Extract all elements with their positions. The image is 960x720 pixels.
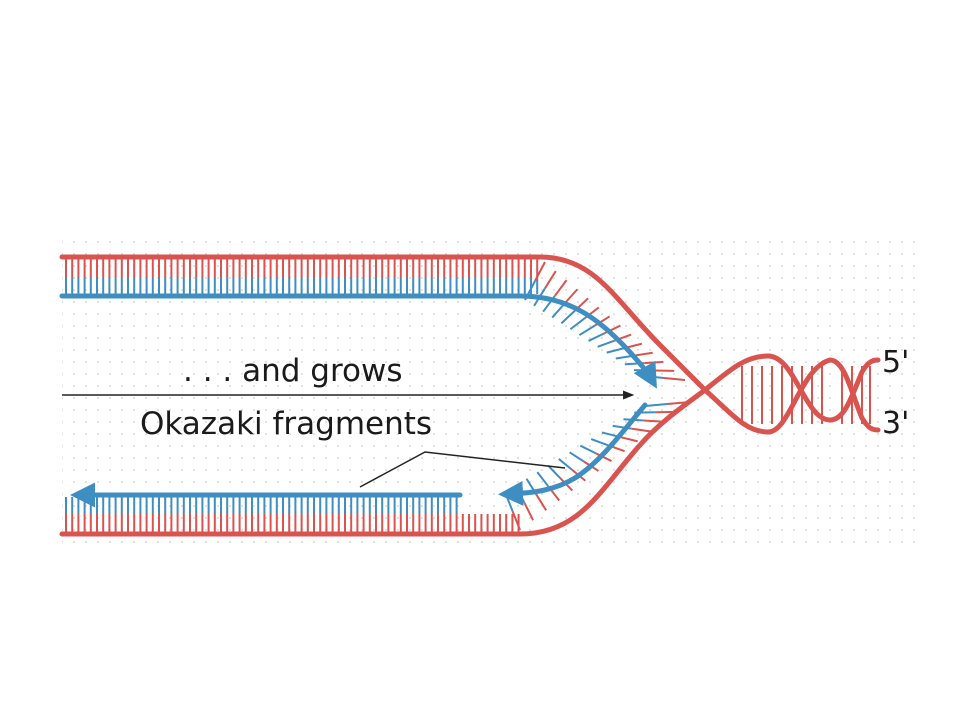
- bottom-parent-strand: [59, 387, 708, 537]
- top-parent-strand: [59, 254, 708, 393]
- rung-top-curve-red: [634, 351, 653, 357]
- leading-strand: [59, 293, 657, 389]
- rung-top-curve-red: [554, 279, 568, 297]
- rung-bottom-curve-red: [619, 435, 638, 443]
- okazaki-fragment-2: [498, 402, 648, 506]
- rung-bottom-curve-red: [511, 510, 521, 531]
- okazaki-leader-line: [359, 451, 566, 488]
- rung-bottom-curve-red: [595, 452, 612, 462]
- rung-bottom-curve-red: [535, 494, 548, 511]
- rung-top-curve-blue: [551, 302, 566, 319]
- rung-top-curve-blue: [588, 332, 605, 342]
- rung-top-curve-blue: [578, 324, 596, 336]
- grows-label: . . . and grows: [183, 353, 403, 389]
- helix-strand-3prime: [702, 357, 881, 435]
- helix-strand-5prime: [702, 353, 881, 423]
- rung-top-curve-blue: [606, 347, 625, 354]
- rung-bottom-curve-blue: [590, 438, 609, 447]
- rung-bottom-curve-blue: [536, 471, 550, 487]
- rung-bottom-curve-blue: [644, 403, 668, 407]
- rung-bottom-curve-blue: [579, 444, 597, 455]
- rung-top-curve-red: [644, 360, 664, 365]
- rung-top-curve-red: [544, 270, 557, 289]
- rung-bottom-curve-blue: [558, 458, 573, 471]
- rung-top-curve-blue: [597, 339, 615, 348]
- rung-top-curve-red: [534, 261, 546, 282]
- rung-top-curve-blue: [569, 317, 586, 331]
- okazaki-fragments-label: Okazaki fragments: [140, 406, 432, 442]
- rung-bottom-curve-red: [631, 427, 651, 433]
- base-pair-rungs: [65, 259, 871, 532]
- rung-bottom-curve-blue: [547, 464, 561, 479]
- rung-top-curve-blue: [560, 310, 576, 325]
- five-prime-label: 5': [882, 345, 909, 380]
- rung-bottom-curve-red: [523, 502, 534, 521]
- rung-top-curve-red: [663, 377, 686, 381]
- rung-bottom-curve-blue: [569, 451, 585, 463]
- rung-top-curve-red: [564, 288, 579, 305]
- three-prime-label: 3': [882, 406, 909, 441]
